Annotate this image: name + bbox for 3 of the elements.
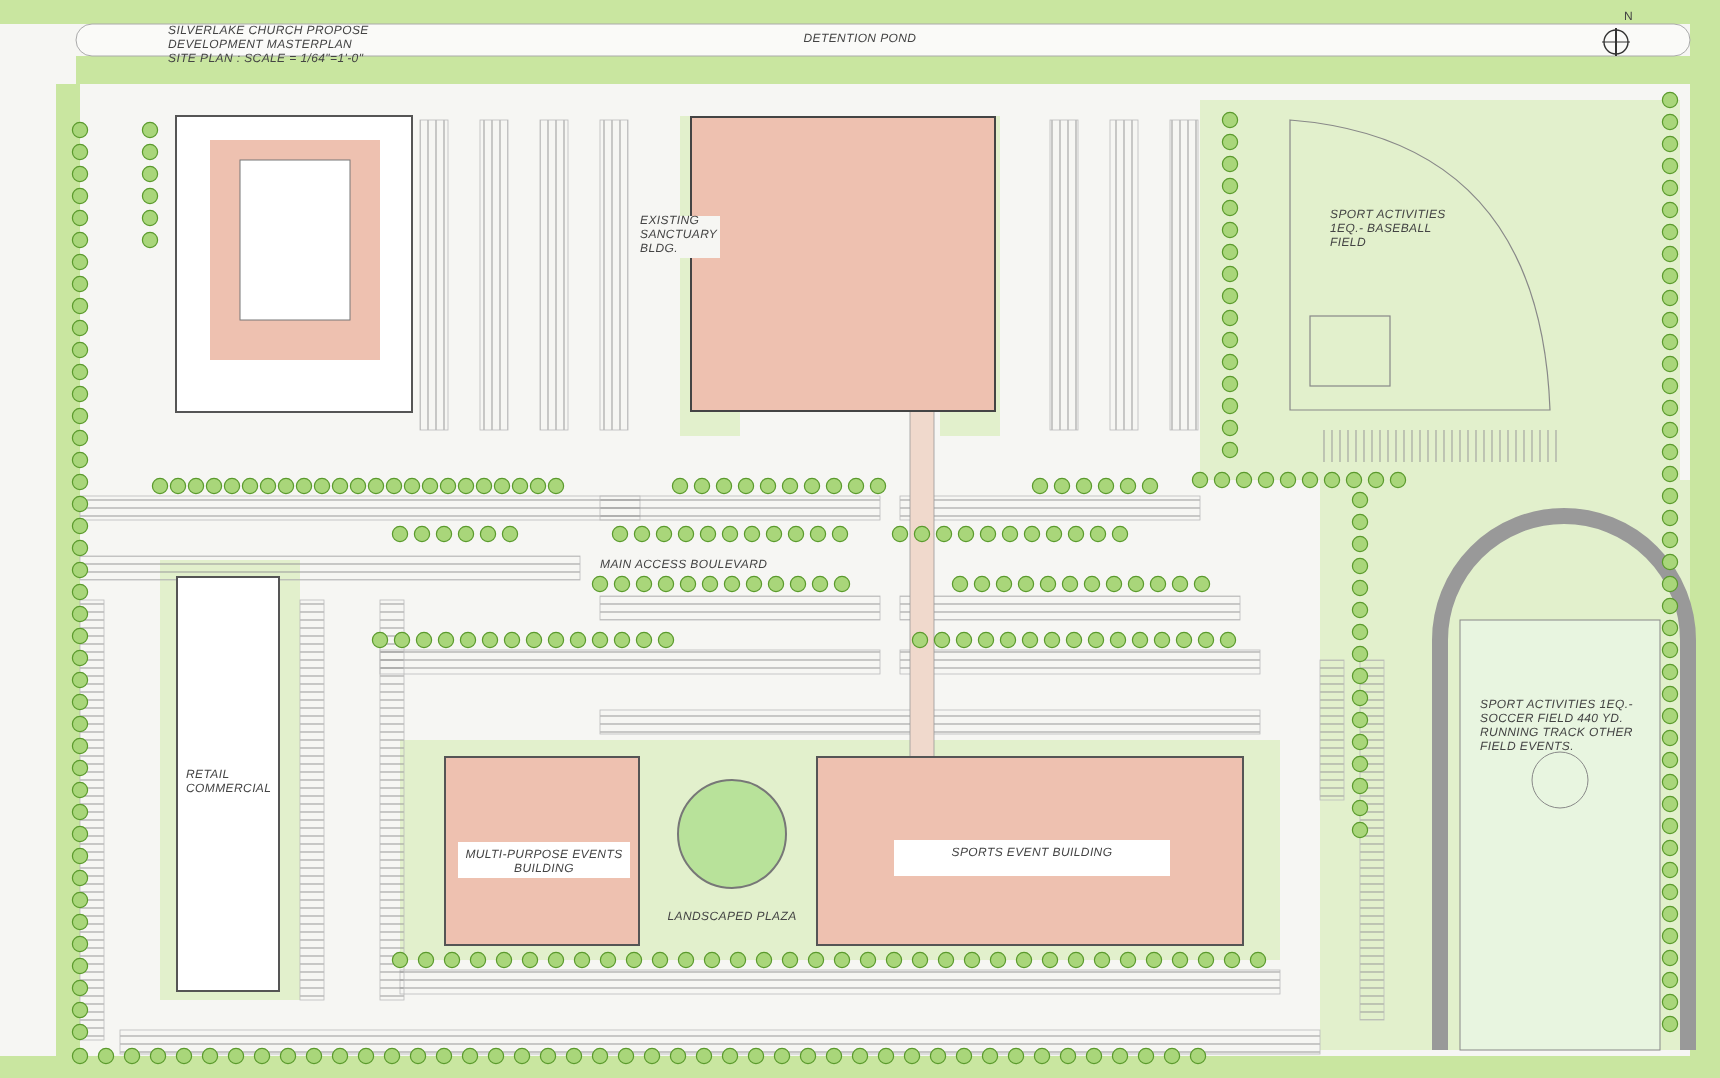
retail-building	[176, 576, 280, 992]
event-building	[444, 756, 640, 946]
sports-building	[816, 756, 1244, 946]
